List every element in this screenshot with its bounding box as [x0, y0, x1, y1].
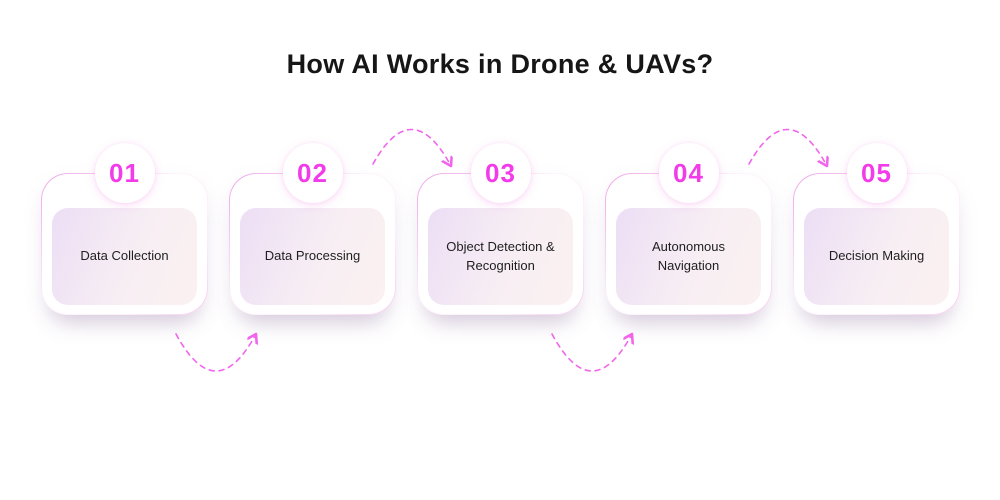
step-label: Decision Making	[828, 248, 925, 264]
step-card-5: 05 Decision Making	[793, 145, 960, 315]
step-label: Data Processing	[264, 248, 361, 264]
flow-arrow-4-5-icon	[748, 128, 832, 174]
step-number: 05	[861, 157, 892, 188]
step-card-1: 01 Data Collection	[41, 145, 208, 315]
page-title: How AI Works in Drone & UAVs?	[286, 49, 714, 79]
step-label-panel: Data Collection	[52, 208, 197, 305]
step-label: Object Detection & Recognition	[446, 238, 555, 273]
step-label: Data Collection	[80, 248, 169, 264]
step-number-badge-3: 03	[472, 145, 529, 201]
step-label-panel: Data Processing	[240, 208, 385, 305]
step-number: 01	[109, 157, 140, 188]
step-card-2: 02 Data Processing	[229, 145, 396, 315]
step-label-panel: Object Detection & Recognition	[428, 208, 573, 305]
flow-arrow-2-3-icon	[372, 128, 456, 174]
step-number-badge-2: 02	[284, 145, 341, 201]
step-card-3: 03 Object Detection & Recognition	[417, 145, 584, 315]
step-number: 03	[485, 157, 516, 188]
step-label-panel: Decision Making	[804, 208, 949, 305]
step-number-badge-5: 05	[848, 145, 905, 201]
flow-arrow-1-2-icon	[175, 326, 262, 372]
step-number: 02	[297, 157, 328, 188]
step-number-badge-1: 01	[96, 145, 153, 201]
step-number-badge-4: 04	[660, 145, 717, 201]
step-card-4: 04 Autonomous Navigation	[605, 145, 772, 315]
step-label: Autonomous Navigation	[652, 238, 725, 273]
flow-arrow-3-4-icon	[551, 326, 638, 372]
step-label-panel: Autonomous Navigation	[616, 208, 761, 305]
step-number: 04	[673, 157, 704, 188]
